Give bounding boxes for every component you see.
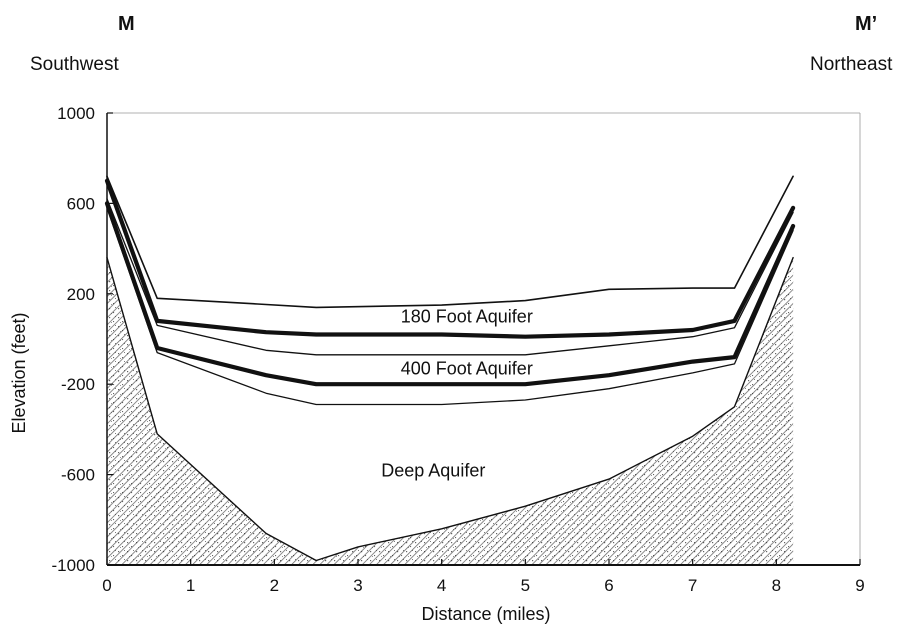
y-tick-label: 600 [67,194,95,213]
x-tick-label: 2 [270,576,279,595]
southwest-label: Southwest [30,54,119,75]
deep-aquifer-base-line [106,256,794,562]
base-400-aquifer-line [106,207,794,406]
aquifer-400-label: 400 Foot Aquifer [401,359,533,379]
x-tick-label: 9 [855,576,864,595]
x-tick-label: 1 [186,576,195,595]
confining-layer-400-line [104,201,796,387]
y-tick-label: 1000 [57,104,95,123]
aquifer-180-label: 180 Foot Aquifer [401,307,533,327]
y-tick-label: -200 [61,375,95,394]
y-tick-label: 200 [67,285,95,304]
deep-aquifer-label: Deep Aquifer [381,460,485,480]
x-tick-label: 0 [102,576,111,595]
y-tick-label: -600 [61,466,95,485]
northeast-label: Northeast [810,54,893,75]
x-tick-label: 5 [521,576,530,595]
confining-layer-180-line [104,178,796,339]
section-end-label: M’ [855,13,877,35]
x-tick-label: 7 [688,576,697,595]
plot-area [104,112,861,566]
bedrock-stipple [107,257,794,565]
x-tick-label: 6 [604,576,613,595]
ground-surface-line [106,175,794,309]
section-start-label: M [118,13,135,35]
y-axis-title: Elevation (feet) [9,312,29,433]
x-tick-label: 8 [772,576,781,595]
y-tick-label: -1000 [52,556,95,575]
base-180-aquifer-line [106,198,794,356]
axis-ticks: 0 1 2 3 4 5 6 7 8 9 1000 600 200 -200 -600 -1000 [52,104,865,595]
x-tick-label: 4 [437,576,446,595]
x-tick-label: 3 [353,576,362,595]
x-axis-title: Distance (miles) [421,604,550,624]
